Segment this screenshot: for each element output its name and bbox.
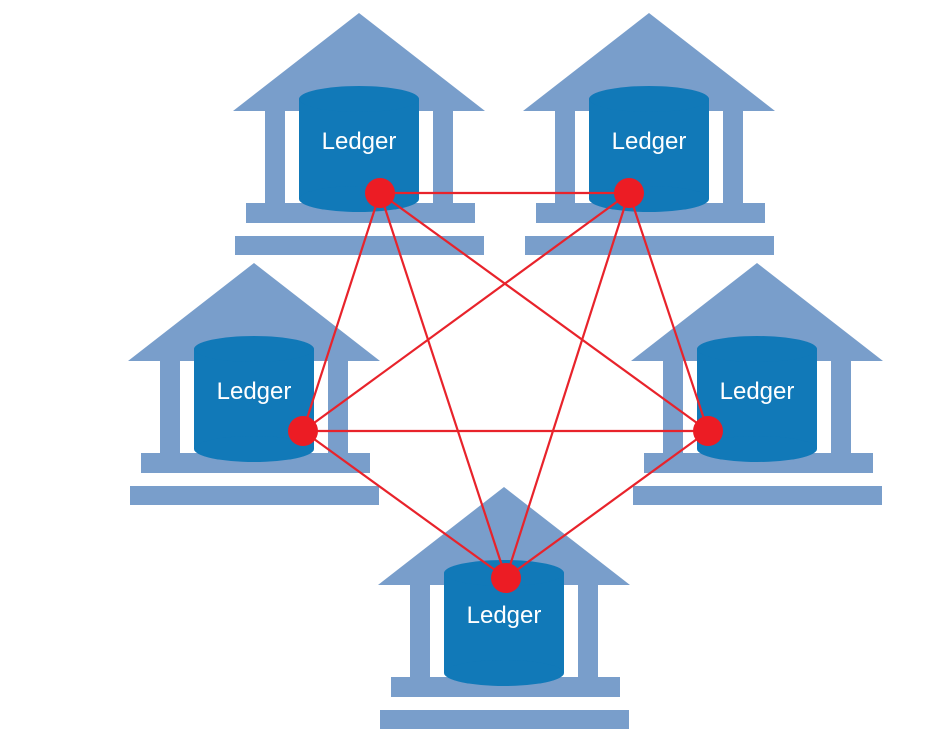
- network-node: [365, 178, 395, 208]
- ledger-label: Ledger: [720, 378, 795, 405]
- network-nodes: [288, 178, 723, 593]
- ledger-label: Ledger: [612, 128, 687, 155]
- connection-line: [301, 192, 382, 432]
- bank-top-right: Ledger: [523, 13, 775, 255]
- ledger-label: Ledger: [217, 378, 292, 405]
- network-node: [614, 178, 644, 208]
- connection-line: [302, 192, 630, 432]
- connection-line: [379, 192, 709, 432]
- network-node: [693, 416, 723, 446]
- network-node: [288, 416, 318, 446]
- connection-links: [301, 191, 710, 579]
- network-node: [491, 563, 521, 593]
- bank-top-left: Ledger: [233, 13, 485, 255]
- bank-building-icon: [378, 487, 630, 729]
- bank-building-icon: [631, 263, 883, 505]
- ledger-database-icon: [299, 86, 419, 212]
- bank-building-icon: [233, 13, 485, 255]
- ledger-label: Ledger: [322, 128, 397, 155]
- ledger-database-icon: [589, 86, 709, 212]
- bank-middle-left: Ledger: [128, 263, 380, 505]
- connection-line: [302, 430, 507, 579]
- bank-bottom: Ledger: [378, 487, 630, 729]
- bank-building-icon: [128, 263, 380, 505]
- ledger-database-icon: [194, 336, 314, 462]
- connection-line: [504, 192, 631, 579]
- connection-line: [627, 192, 710, 432]
- bank-middle-right: Ledger: [631, 263, 883, 505]
- bank-building-icon: [523, 13, 775, 255]
- ledger-label: Ledger: [467, 602, 542, 629]
- connection-line: [505, 430, 709, 579]
- connection-line: [378, 192, 508, 579]
